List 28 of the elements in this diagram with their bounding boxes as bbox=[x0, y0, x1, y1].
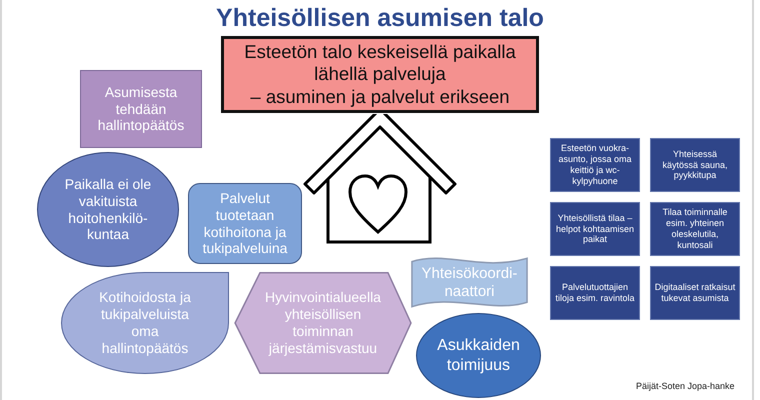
label-text: Hyvinvointialueella yhteisöllisen toiminnan järjestämisvastuu bbox=[264, 289, 382, 357]
info-box bbox=[188, 183, 302, 264]
feature-tile bbox=[550, 266, 640, 320]
wave-banner bbox=[411, 255, 528, 310]
feature-tile bbox=[550, 138, 640, 192]
label-text: Kotihoidosta ja tukipalveluista oma hallintopäätös bbox=[98, 289, 192, 357]
label-text: Digitaaliset ratkaisut tukevat asumista bbox=[654, 282, 736, 304]
feature-tile bbox=[550, 202, 640, 256]
label-text: Yhteisökoordi- naattori bbox=[420, 264, 518, 300]
diagram-title: Yhteisöllisen asumisen talo bbox=[216, 3, 544, 33]
highlight-box bbox=[221, 36, 539, 113]
source-note: Päijät-Soten Jopa-hanke bbox=[636, 381, 735, 392]
label-text: Palvelutuottajien tiloja esim. ravintola bbox=[554, 282, 636, 304]
label-text: Yhteisöllistä tilaa – helpot kohtaamisen paikat bbox=[555, 212, 635, 246]
label-text: Palvelut tuotetaan kotihoitona ja tukipalveluina bbox=[202, 190, 288, 258]
label-text: Esteetön talo keskeisellä paikalla lähellä palveluja bbox=[243, 41, 517, 86]
hexagon-shape bbox=[234, 272, 412, 374]
label-text: Yhteisessä käytössä sauna, pyykkitupa bbox=[661, 148, 729, 182]
feature-tile bbox=[650, 266, 740, 320]
feature-tile bbox=[650, 202, 740, 256]
label-text: Asumisesta tehdään hallintopäätös bbox=[96, 84, 186, 134]
info-box bbox=[80, 70, 202, 148]
label-text: Tilaa toiminnalle esim. yhteinen oleskelutila, kuntosali bbox=[662, 207, 728, 251]
feature-tile bbox=[650, 138, 740, 192]
label-text: Asukkaiden toimijuus bbox=[436, 336, 521, 375]
label-text: Esteetön vuokra-asunto, jossa oma keittiö ja wc-kylpyhuone bbox=[557, 143, 633, 187]
label-text: Paikalla ei ole vakituista hoitohenkilö- kuntaa bbox=[64, 176, 152, 244]
label-text: – asuminen ja palvelut erikseen bbox=[250, 86, 510, 108]
